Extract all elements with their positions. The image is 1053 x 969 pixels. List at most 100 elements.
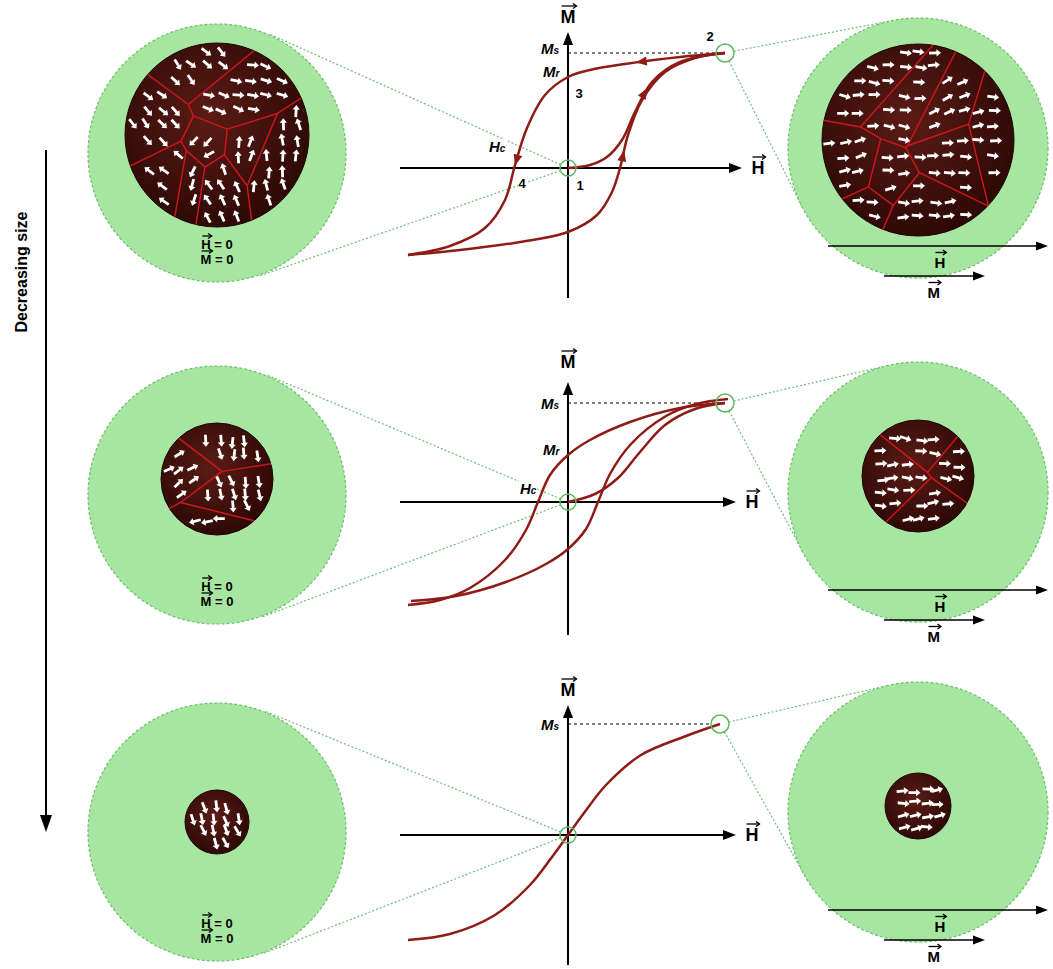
spin-arrow [866, 198, 878, 206]
spin-arrow [909, 810, 922, 820]
spin-arrow [912, 514, 925, 524]
spin-arrow [264, 193, 274, 207]
spin-arrow [839, 181, 852, 190]
spin-arrow [185, 73, 198, 87]
grain [159, 423, 275, 535]
vector-arrow-shaft [562, 5, 577, 6]
spin-arrow [897, 152, 910, 160]
spin-arrow [216, 488, 225, 501]
spin-arrow [276, 90, 290, 100]
grain-body [161, 423, 273, 535]
spin-arrow [840, 138, 853, 147]
spin-arrow [187, 165, 199, 179]
spin-arrow [201, 135, 214, 149]
spin-arrow [231, 193, 242, 207]
spin-arrow [279, 165, 287, 177]
curve-arrowhead [638, 86, 651, 100]
spin-arrow [900, 48, 913, 57]
spin-arrow [901, 473, 914, 482]
state-marker [716, 394, 734, 412]
spin-arrow [898, 92, 911, 102]
spin-arrow [943, 211, 956, 220]
magnetization-curve [408, 53, 725, 255]
h-axis [400, 167, 732, 169]
field-label: H [934, 599, 947, 614]
magnetization-curve [408, 403, 725, 605]
spin-arrow [838, 166, 851, 176]
spin-arrow [958, 90, 972, 101]
spin-arrow [141, 134, 154, 148]
spin-arrow [232, 103, 246, 115]
spin-arrow [241, 488, 249, 501]
coercivity-label: Hc [488, 139, 506, 154]
axis-arrowhead [723, 497, 736, 507]
spin-arrow [854, 135, 868, 146]
spin-arrow [169, 117, 182, 131]
spin-arrow [914, 95, 926, 103]
vector-arrow-head [938, 624, 942, 629]
spin-arrow [900, 63, 913, 71]
grain-body [185, 790, 249, 854]
spin-arrow [216, 209, 227, 223]
axis-arrowhead [563, 382, 573, 395]
vector-arrow-shaft [562, 350, 577, 351]
vector-arrow [936, 914, 947, 919]
grain [860, 418, 976, 534]
spin-arrow [214, 177, 227, 191]
spin-arrow [882, 154, 894, 162]
spin-arrow [245, 134, 256, 148]
spin-arrow [242, 477, 250, 489]
spin-arrow [883, 61, 895, 69]
spin-arrow [201, 58, 215, 71]
state-marker [560, 827, 576, 843]
magnetization-arrow [884, 939, 975, 941]
spin-arrow [915, 447, 927, 455]
spin-arrow [187, 473, 201, 486]
spin-arrow [899, 433, 913, 444]
spin-arrow [157, 164, 171, 177]
spin-arrow [914, 153, 926, 161]
axis-label: H [745, 826, 760, 844]
axis-label: H [745, 493, 760, 511]
axis-arrowhead [723, 830, 736, 840]
vector-arrow-shaft [753, 156, 766, 157]
spin-arrow [852, 196, 864, 204]
spin-arrow [157, 195, 171, 208]
spin-arrow [255, 489, 265, 502]
spin-arrow [958, 169, 970, 177]
v-axis [567, 42, 569, 298]
spin-arrow [247, 61, 259, 69]
domain-wall [123, 41, 311, 229]
spin-arrow [229, 488, 240, 502]
spin-arrow [221, 802, 231, 816]
spin-arrow [877, 476, 890, 484]
spin-arrow [897, 810, 911, 820]
spin-arrow [216, 59, 230, 72]
spin-arrow [234, 813, 243, 826]
spin-arrow [204, 489, 212, 501]
spin-arrow [838, 91, 852, 101]
spin-arrow [920, 823, 933, 831]
spin-arrow [988, 169, 1000, 176]
spin-arrow [141, 90, 155, 103]
spin-arrow [854, 150, 868, 161]
vector-arrow-shaft [929, 946, 942, 947]
magnetization-curve [411, 399, 728, 601]
spin-arrow [280, 118, 288, 130]
spin-arrow [247, 105, 260, 114]
spin-arrow [883, 122, 896, 132]
field-arrowhead [1036, 242, 1048, 251]
vector-arrow-head [938, 944, 942, 949]
spin-arrow [155, 180, 169, 193]
spin-arrow [172, 58, 184, 72]
spin-arrow [212, 800, 220, 813]
vector-arrow-head [938, 280, 942, 285]
vector-arrow-head [943, 250, 947, 255]
spin-arrow [927, 498, 940, 508]
spin-arrow [197, 823, 209, 837]
spin-arrow [225, 474, 237, 488]
vector-arrow [753, 154, 766, 159]
axis-label: M [560, 681, 577, 699]
size-arrow-line [45, 150, 47, 818]
magnetization-curve [568, 53, 725, 168]
